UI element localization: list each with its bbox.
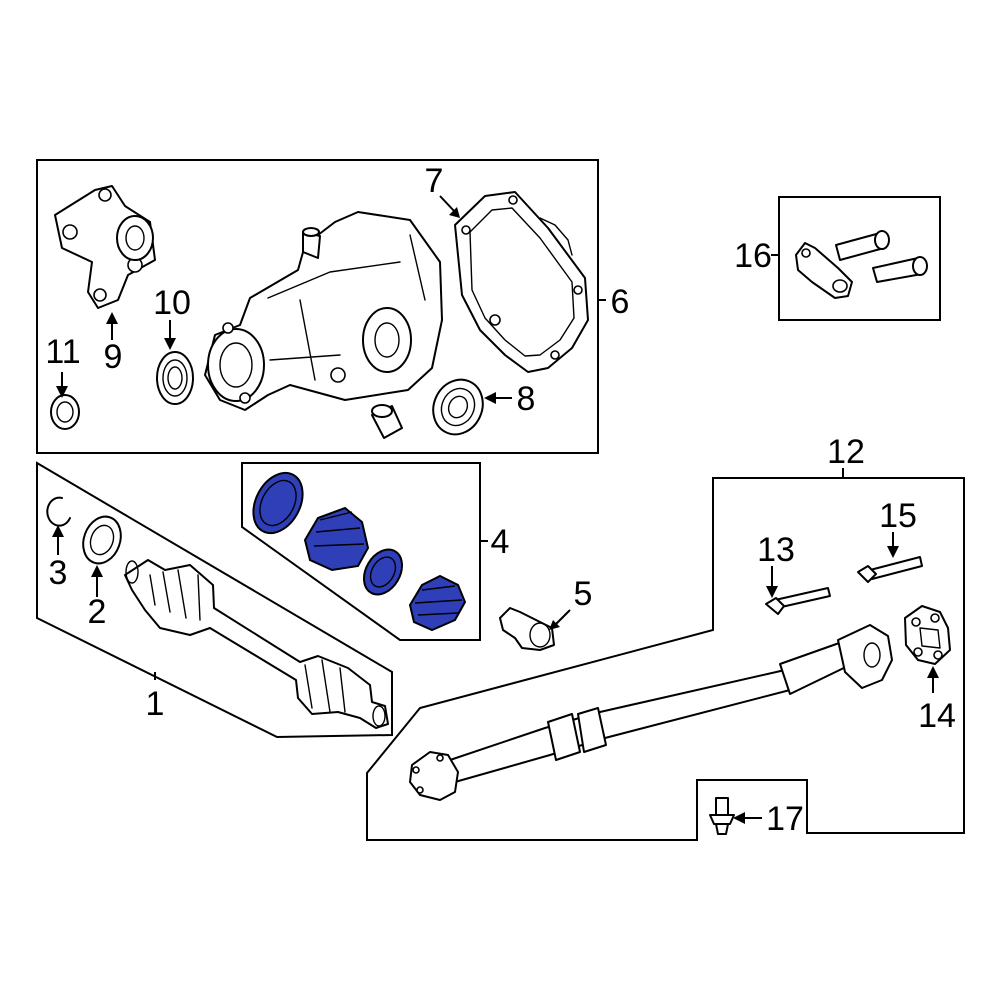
part-12-propeller-shaft[interactable]: [409, 624, 893, 801]
group-frame-axle-shaft: [36, 461, 393, 739]
callout-7: 7: [425, 162, 444, 200]
callout-9: 9: [104, 338, 123, 376]
differential-carrier[interactable]: [204, 211, 443, 411]
part-13-bolt[interactable]: [765, 587, 831, 615]
group-frame-differential: [36, 159, 599, 454]
group-frame-propeller-shaft: [366, 477, 965, 841]
part-14-flex-disc[interactable]: [904, 605, 951, 665]
part-17-bolt[interactable]: [709, 797, 735, 835]
part-5-bolt[interactable]: [499, 607, 555, 651]
part-1-axle-shaft[interactable]: [124, 559, 389, 729]
callout-2: 2: [88, 593, 107, 631]
group-frame-bracket: [778, 196, 941, 321]
callout-14: 14: [918, 697, 956, 735]
callout-10: 10: [153, 284, 191, 322]
callout-3: 3: [49, 554, 68, 592]
callout-12: 12: [827, 433, 865, 471]
part-8-seal[interactable]: [424, 371, 491, 442]
part-15-bolt[interactable]: [857, 556, 923, 583]
callout-5: 5: [574, 575, 593, 613]
part-7-cover[interactable]: [454, 191, 589, 373]
part-10-seal[interactable]: [156, 351, 194, 405]
callout-6: 6: [611, 283, 630, 321]
part-9-flange[interactable]: [54, 185, 156, 309]
callout-17: 17: [766, 800, 804, 838]
callout-15: 15: [879, 497, 917, 535]
callout-leaders: [52, 195, 939, 824]
callout-11: 11: [45, 333, 80, 371]
group-frame-boot-kit: [241, 462, 481, 641]
callout-13: 13: [757, 531, 795, 569]
part-3-snap-ring[interactable]: [46, 496, 71, 527]
part-4-boot-kit[interactable]: [244, 464, 467, 632]
part-11-bearing[interactable]: [50, 394, 80, 430]
part-16-bracket[interactable]: [795, 230, 928, 299]
callout-4: 4: [491, 523, 510, 561]
callout-1: 1: [146, 685, 165, 723]
part-2-seal[interactable]: [77, 511, 127, 568]
callout-8: 8: [517, 380, 536, 418]
callout-16: 16: [734, 237, 772, 275]
bushing[interactable]: [371, 404, 403, 439]
